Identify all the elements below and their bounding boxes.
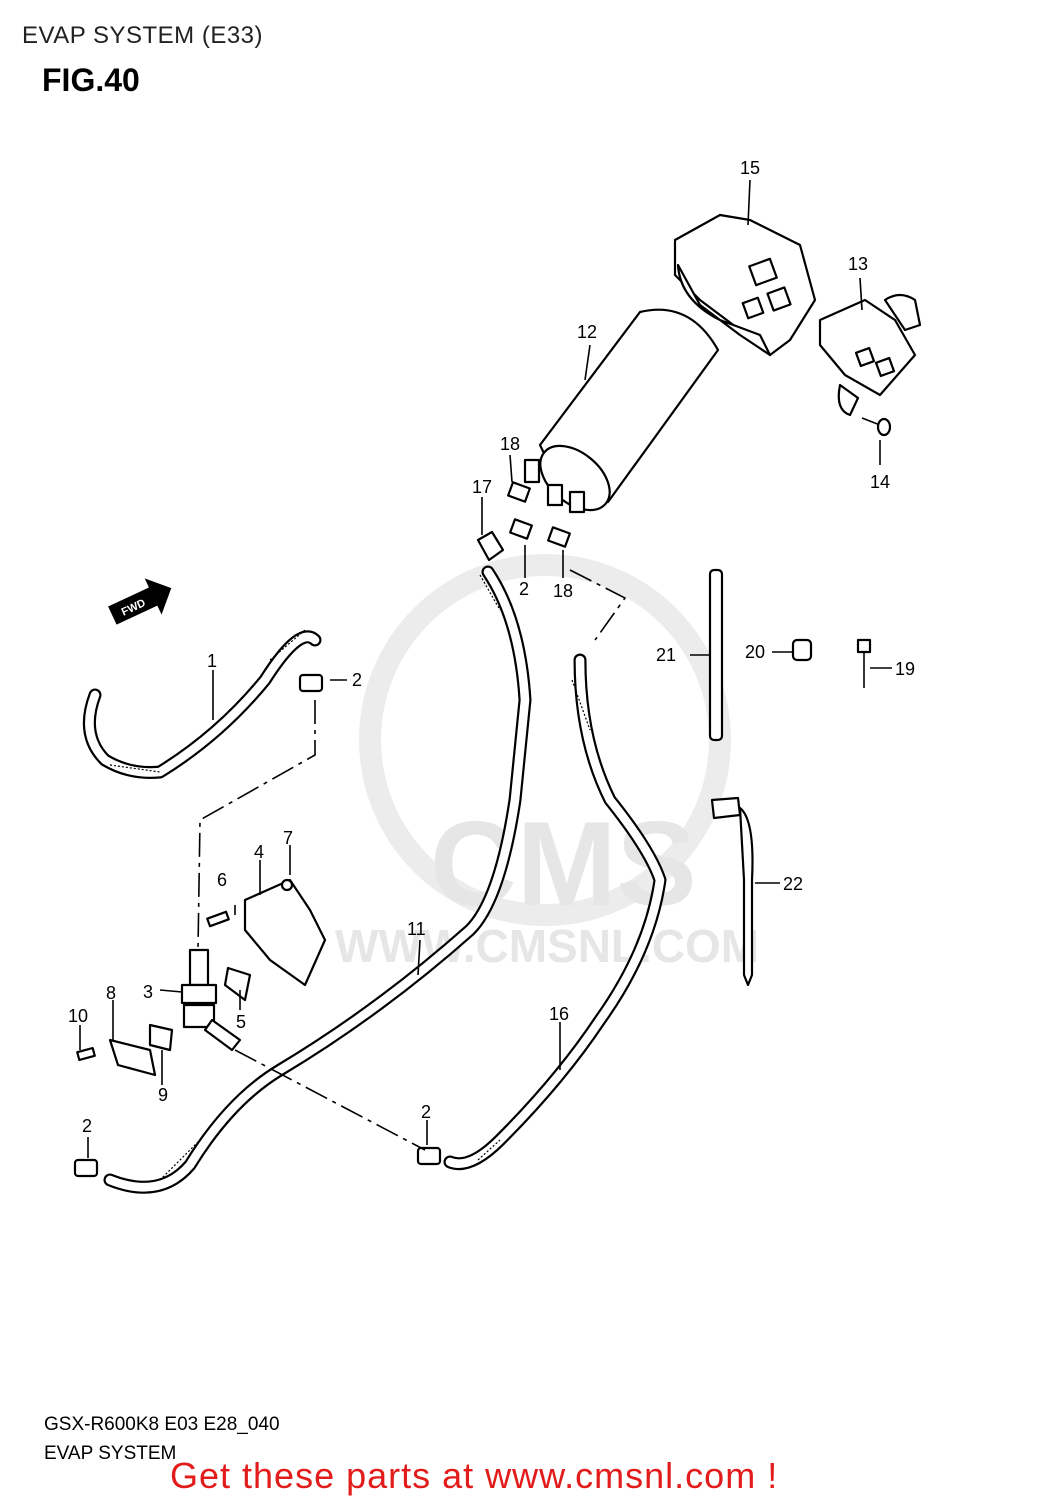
part-label-16: 16 [549,1004,569,1024]
part-label-17: 17 [472,477,492,497]
mounting-bracket [818,277,922,417]
small-parts-right [708,568,872,987]
part-label-12: 12 [577,322,597,342]
clamp-group-top [476,481,571,562]
part-label-2d: 2 [421,1102,431,1122]
part-label-19: 19 [895,659,915,679]
figure-number: FIG.40 [42,62,140,98]
canister-holder [673,179,817,357]
part-label-2a: 2 [352,670,362,690]
part-label-9: 9 [158,1085,168,1105]
hose-16 [443,653,667,1171]
part-label-20: 20 [745,642,765,662]
part-label-18b: 18 [553,581,573,601]
part-label-14: 14 [870,472,890,492]
hose-11 [103,565,532,1194]
cta-link[interactable]: Get these parts at www.cmsnl.com ! [170,1455,779,1496]
part-label-22: 22 [783,874,803,894]
part-label-10: 10 [68,1006,88,1026]
evap-canister [523,308,720,514]
screw-14 [861,417,892,465]
part-label-11: 11 [407,919,426,939]
part-label-4: 4 [254,842,264,862]
part-label-2b: 2 [519,579,529,599]
leader-lines [79,454,892,1158]
part-label-13: 13 [848,254,868,274]
watermark-site-text: WWW.CMSNL.COM [335,920,759,972]
part-label-2c: 2 [82,1116,92,1136]
clamps-2 [73,673,442,1178]
purge-valve-assembly [76,878,327,1077]
part-labels: 1 2 2 2 2 3 4 5 6 7 8 9 10 11 12 13 14 1… [68,158,915,1136]
part-label-8: 8 [106,983,116,1003]
fwd-arrow: FWD [108,578,172,625]
part-label-15: 15 [740,158,760,178]
part-label-7: 7 [283,828,293,848]
model-code: GSX-R600K8 E03 E28_040 [44,1414,280,1435]
hose-1 [82,629,322,779]
part-label-5: 5 [236,1012,246,1032]
part-label-21: 21 [656,645,676,665]
part-label-3: 3 [143,982,153,1002]
page-header-title: EVAP SYSTEM (E33) [22,22,264,49]
footer-section-name: EVAP SYSTEM [44,1443,177,1464]
part-label-6: 6 [217,870,227,890]
part-label-1: 1 [207,651,217,671]
watermark: CMS WWW.CMSNL.COM [335,554,759,972]
part-label-18a: 18 [500,434,520,454]
